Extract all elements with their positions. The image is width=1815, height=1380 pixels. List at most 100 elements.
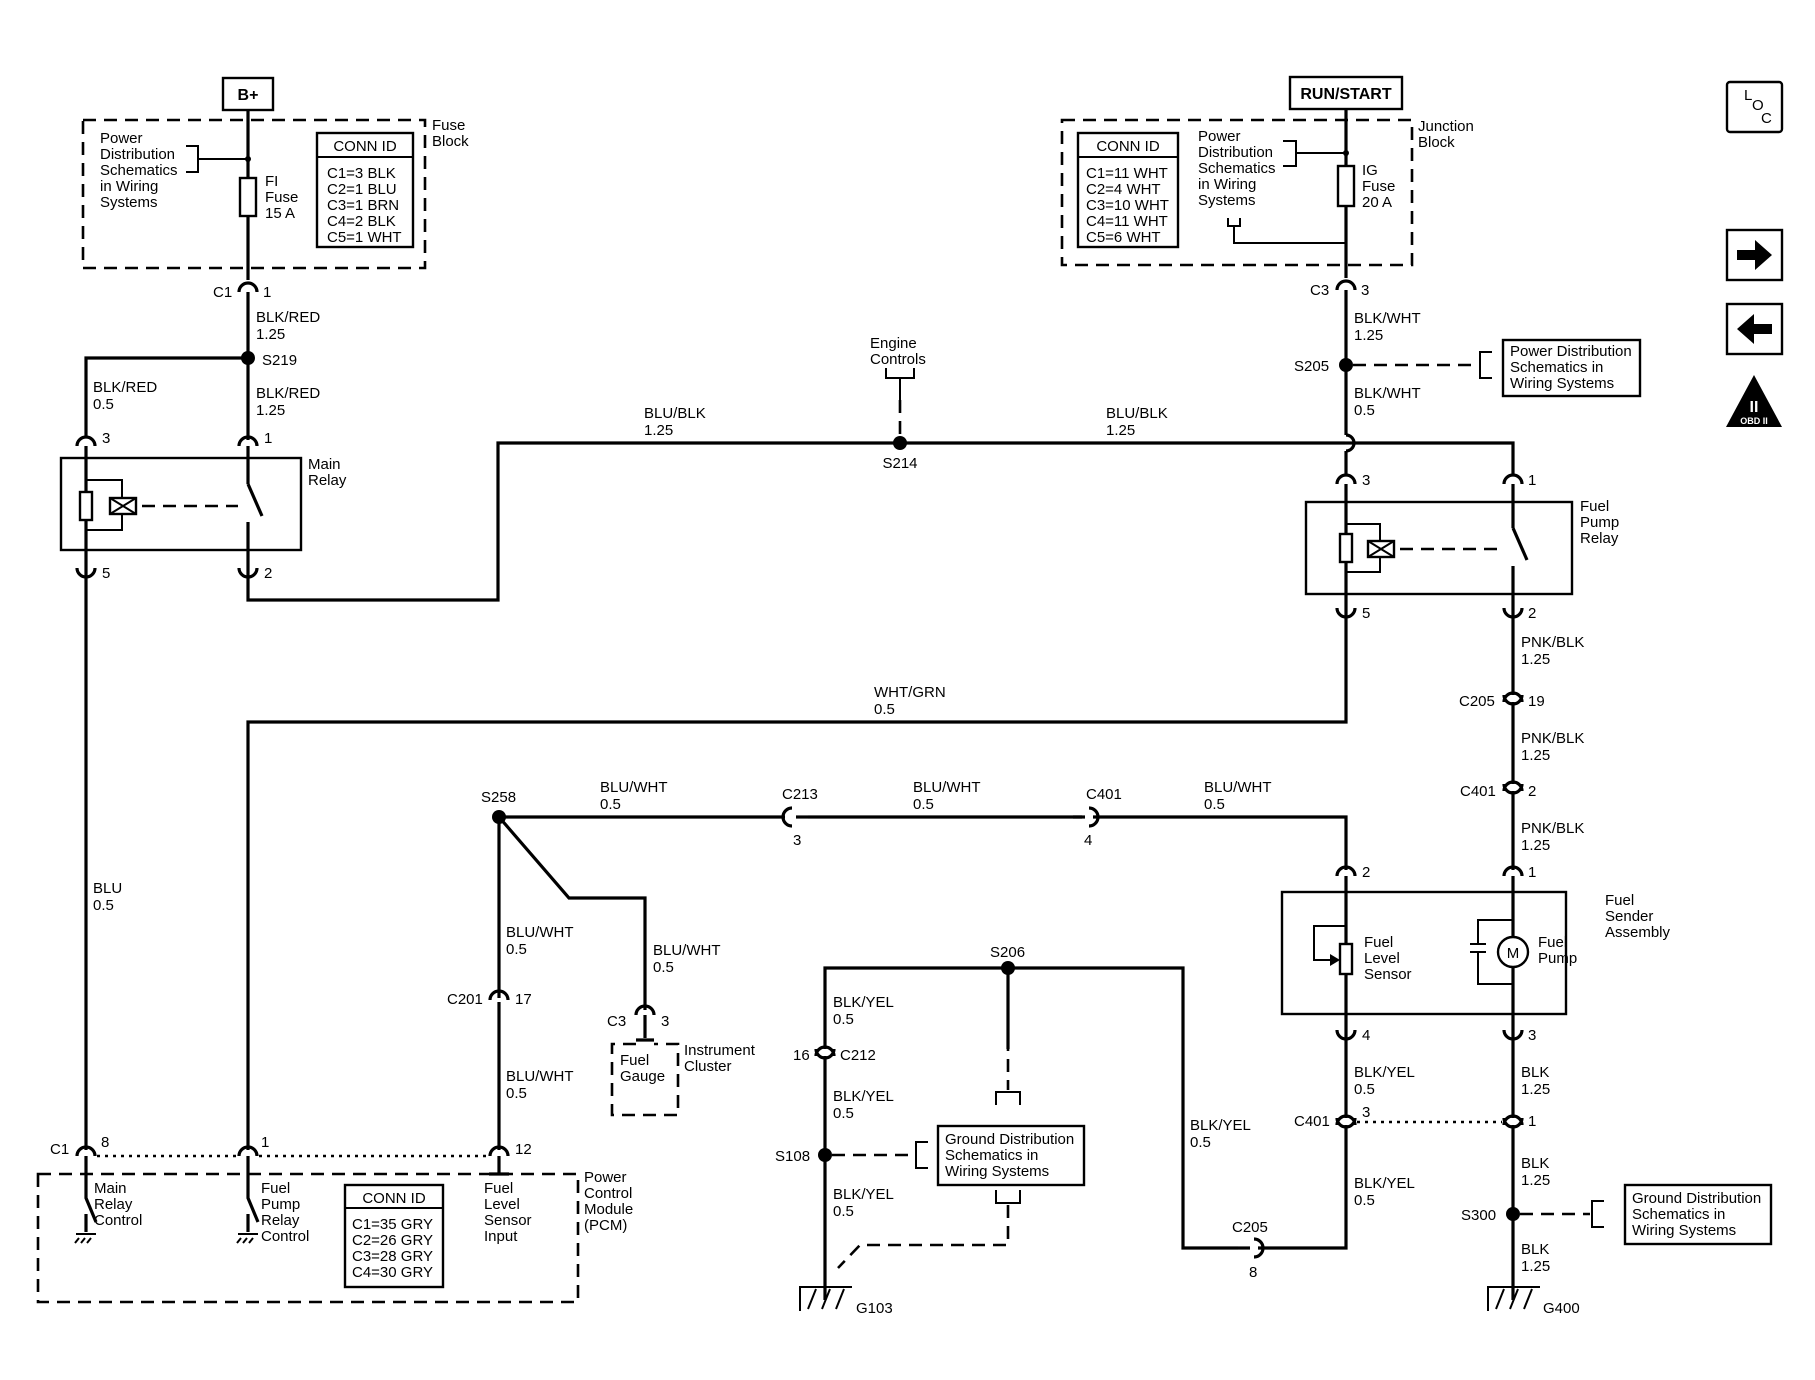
svg-text:C1=3 BLK: C1=3 BLK [327, 165, 396, 182]
fi-fuse-icon [238, 176, 258, 218]
svg-text:Sensor: Sensor [1364, 966, 1412, 983]
svg-text:5: 5 [1362, 605, 1370, 622]
svg-text:Fuse: Fuse [432, 117, 465, 134]
svg-text:0.5: 0.5 [1190, 1134, 1211, 1151]
svg-text:BLK/RED: BLK/RED [256, 309, 320, 326]
svg-text:Power: Power [584, 1169, 627, 1186]
svg-text:C401: C401 [1086, 786, 1122, 803]
svg-text:C5=1 WHT: C5=1 WHT [327, 229, 402, 246]
svg-text:16: 16 [793, 1047, 810, 1064]
ground-icon [74, 1233, 96, 1244]
bplus-label: B+ [238, 87, 259, 104]
fuel-pump-relay: 3 1 Fuel Pump Relay 5 2 [1304, 472, 1619, 622]
svg-text:Level: Level [1364, 950, 1400, 967]
svg-text:S108: S108 [775, 1148, 810, 1165]
svg-text:20 A: 20 A [1362, 194, 1392, 211]
svg-text:Assembly: Assembly [1605, 924, 1671, 941]
svg-text:WHT/GRN: WHT/GRN [874, 684, 946, 701]
svg-text:1.25: 1.25 [1354, 327, 1383, 344]
run-start-source: RUN/START [1288, 75, 1404, 111]
svg-text:1: 1 [263, 284, 271, 301]
svg-text:Block: Block [1418, 134, 1455, 151]
svg-text:2: 2 [264, 565, 272, 582]
svg-text:BLU/WHT: BLU/WHT [913, 779, 981, 796]
svg-text:0.5: 0.5 [93, 897, 114, 914]
svg-text:1.25: 1.25 [1106, 422, 1135, 439]
svg-text:C3=28 GRY: C3=28 GRY [352, 1248, 433, 1265]
svg-text:OBD II: OBD II [1740, 416, 1768, 426]
svg-text:Fuel: Fuel [261, 1180, 290, 1197]
svg-text:0.5: 0.5 [1354, 402, 1375, 419]
ground-distribution-ref-right: Ground Distribution Schematics in Wiring… [1623, 1183, 1773, 1246]
svg-text:C4=30 GRY: C4=30 GRY [352, 1264, 433, 1281]
main-relay-switch-icon [246, 483, 264, 517]
svg-text:C2=4 WHT: C2=4 WHT [1086, 181, 1161, 198]
svg-text:M: M [1507, 945, 1520, 962]
svg-text:Control: Control [584, 1185, 632, 1202]
loc-button[interactable]: L O C [1725, 80, 1784, 134]
svg-text:Main: Main [94, 1180, 127, 1197]
svg-text:Schematics: Schematics [100, 162, 178, 179]
svg-text:Fuel: Fuel [484, 1180, 513, 1197]
svg-text:12: 12 [515, 1141, 532, 1158]
svg-text:FI: FI [265, 173, 278, 190]
svg-text:BLK/YEL: BLK/YEL [833, 994, 894, 1011]
svg-text:Sender: Sender [1605, 908, 1653, 925]
svg-text:0.5: 0.5 [833, 1105, 854, 1122]
svg-text:Ground Distribution: Ground Distribution [1632, 1190, 1761, 1207]
svg-text:3: 3 [1362, 472, 1370, 489]
svg-text:0.5: 0.5 [874, 701, 895, 718]
svg-text:Engine: Engine [870, 335, 917, 352]
svg-text:2: 2 [1362, 864, 1370, 881]
svg-text:BLK/YEL: BLK/YEL [833, 1088, 894, 1105]
svg-text:Schematics in: Schematics in [1510, 359, 1603, 376]
svg-text:Fuel: Fuel [1364, 934, 1393, 951]
svg-text:C: C [1761, 110, 1772, 127]
next-page-button[interactable] [1725, 228, 1784, 282]
svg-text:S219: S219 [262, 352, 297, 369]
svg-text:C205: C205 [1459, 693, 1495, 710]
ground-distribution-ref-left: Ground Distribution Schematics in Wiring… [936, 1124, 1086, 1187]
svg-text:Power: Power [1198, 128, 1241, 145]
g400-ground-icon: G400 [1487, 1286, 1580, 1317]
svg-text:Schematics in: Schematics in [1632, 1206, 1725, 1223]
svg-text:BLU/WHT: BLU/WHT [653, 942, 721, 959]
svg-text:15 A: 15 A [265, 205, 295, 222]
svg-text:BLK/YEL: BLK/YEL [833, 1186, 894, 1203]
svg-text:Power Distribution: Power Distribution [1510, 343, 1632, 360]
svg-text:PNK/BLK: PNK/BLK [1521, 730, 1584, 747]
svg-text:2: 2 [1528, 783, 1536, 800]
arrow-left-icon [1737, 314, 1772, 344]
svg-text:BLK/YEL: BLK/YEL [1354, 1064, 1415, 1081]
power-distribution-ref: Power Distribution Schematics in Wiring … [1501, 338, 1642, 398]
svg-text:BLK/YEL: BLK/YEL [1190, 1117, 1251, 1134]
svg-text:Fuel: Fuel [1580, 498, 1609, 515]
svg-text:Relay: Relay [308, 472, 347, 489]
svg-text:C401: C401 [1294, 1113, 1330, 1130]
svg-text:0.5: 0.5 [1354, 1081, 1375, 1098]
svg-text:1: 1 [1528, 1113, 1536, 1130]
svg-text:1.25: 1.25 [1521, 1258, 1550, 1275]
svg-text:in Wiring: in Wiring [100, 178, 158, 195]
svg-text:C201: C201 [447, 991, 483, 1008]
ground-icon [236, 1233, 258, 1244]
svg-text:BLU/BLK: BLU/BLK [1106, 405, 1168, 422]
svg-text:0.5: 0.5 [506, 1085, 527, 1102]
svg-text:Input: Input [484, 1228, 518, 1245]
svg-text:1.25: 1.25 [1521, 651, 1550, 668]
svg-text:L: L [1744, 87, 1752, 104]
svg-text:17: 17 [515, 991, 532, 1008]
svg-text:1: 1 [264, 430, 272, 447]
svg-text:Relay: Relay [261, 1212, 300, 1229]
svg-text:Fuel: Fuel [1538, 934, 1567, 951]
svg-text:BLK/WHT: BLK/WHT [1354, 385, 1421, 402]
svg-text:Control: Control [94, 1212, 142, 1229]
svg-text:CONN ID: CONN ID [333, 138, 397, 155]
svg-text:3: 3 [793, 832, 801, 849]
svg-text:BLK: BLK [1521, 1241, 1549, 1258]
svg-text:8: 8 [101, 1134, 109, 1151]
svg-text:G400: G400 [1543, 1300, 1580, 1317]
previous-page-button[interactable] [1725, 302, 1784, 356]
svg-text:C3: C3 [1310, 282, 1329, 299]
